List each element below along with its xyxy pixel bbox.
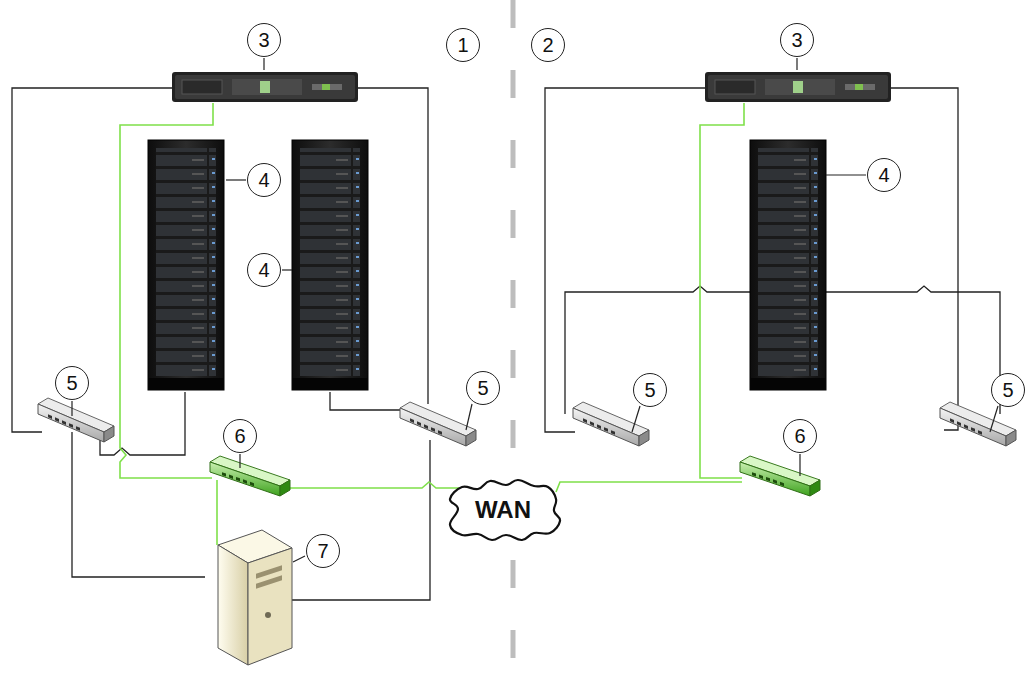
callout-number: 6 xyxy=(223,419,257,453)
site-divider xyxy=(511,0,516,681)
callout-number: 5 xyxy=(466,371,500,405)
callout-number: 4 xyxy=(867,158,901,192)
server-rack xyxy=(148,140,224,390)
callout-number: 3 xyxy=(780,23,814,57)
network-switch xyxy=(38,398,114,442)
server-rack xyxy=(750,140,826,390)
wan-switch xyxy=(740,456,820,496)
wan-switch xyxy=(210,456,290,496)
callout-number: 3 xyxy=(247,23,281,57)
wan-cloud: WAN xyxy=(444,479,562,541)
cloud-label: WAN xyxy=(475,496,531,524)
network-switch xyxy=(400,402,476,446)
wan-wires xyxy=(120,103,744,545)
callout-number: 4 xyxy=(247,253,281,287)
appliance-server xyxy=(172,72,358,102)
callout-number: 5 xyxy=(991,373,1025,407)
callout-number: 1 xyxy=(446,28,480,62)
leader-lines xyxy=(72,58,998,562)
callout-number: 5 xyxy=(55,366,89,400)
server-rack xyxy=(292,140,368,390)
callout-number: 6 xyxy=(783,419,817,453)
ethernet-wires xyxy=(12,88,1000,600)
client-computer xyxy=(218,530,292,665)
network-switch xyxy=(940,402,1016,446)
callout-number: 4 xyxy=(247,163,281,197)
callout-number: 2 xyxy=(531,28,565,62)
callout-number: 5 xyxy=(633,373,667,407)
appliance-server xyxy=(705,72,891,102)
network-switch xyxy=(573,402,649,446)
callout-number: 7 xyxy=(306,534,340,568)
